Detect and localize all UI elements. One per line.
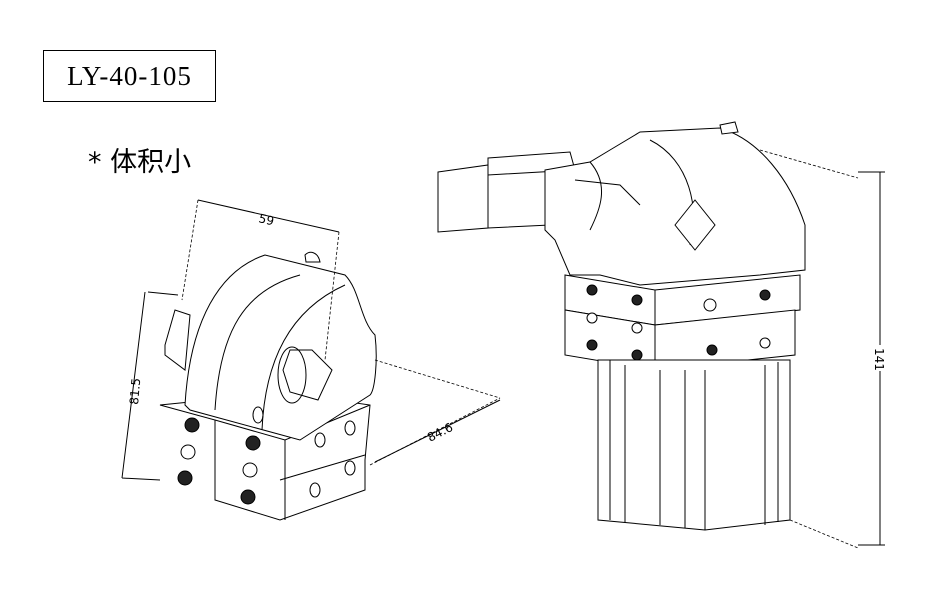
dimension-81-5: 81.5 <box>127 377 143 405</box>
feature-note: * 体积小 <box>88 147 192 178</box>
dimension-141: 141 <box>872 348 886 371</box>
dimension-lines-small <box>121 199 501 481</box>
dimension-84-6: 84.6 <box>425 420 455 445</box>
model-number: LY-40-105 <box>67 60 192 91</box>
dimension-59: 59 <box>257 211 275 228</box>
small-clamp-view <box>159 251 377 521</box>
large-clamp-view <box>437 121 806 531</box>
model-number-box: LY-40-105 <box>43 50 216 102</box>
